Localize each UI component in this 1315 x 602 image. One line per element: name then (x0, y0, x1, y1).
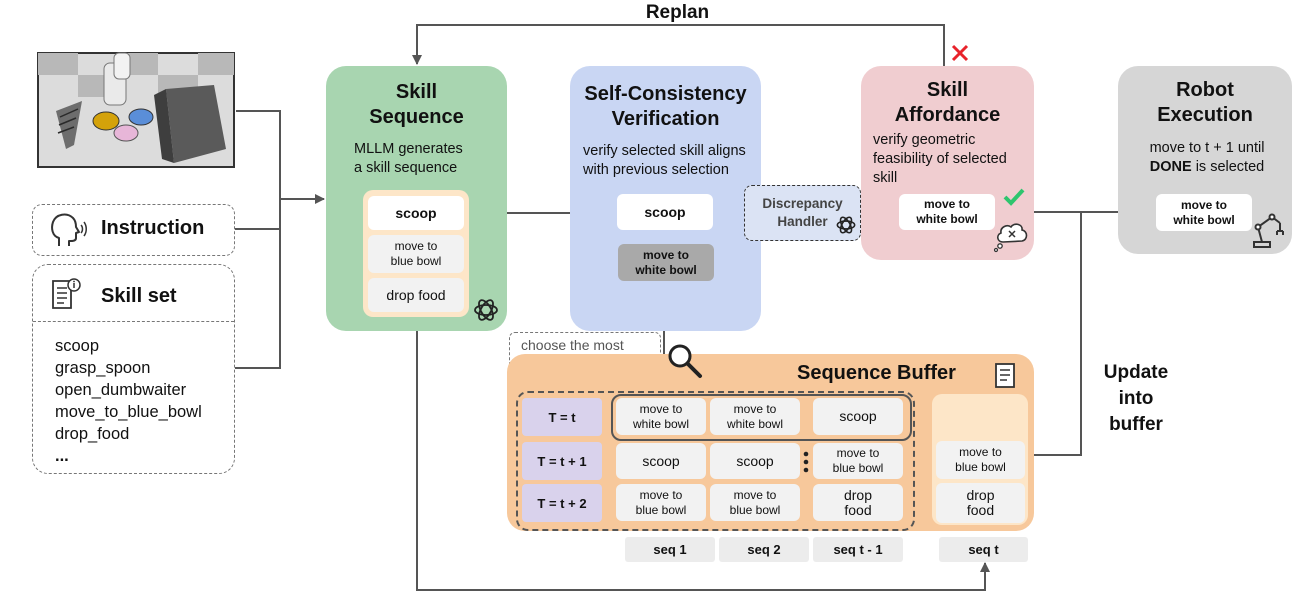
buffer-cell: move to blue bowl (813, 443, 903, 479)
verification-desc: verify selected skill aligns with previo… (583, 143, 746, 178)
seq-label: seq t - 1 (813, 537, 903, 562)
seq-label: seq 1 (625, 537, 715, 562)
buffer-cell: scoop (616, 443, 706, 479)
check-icon (1003, 188, 1025, 206)
instruction-label: Instruction (101, 217, 205, 239)
robot-arm-icon (1253, 213, 1284, 248)
discrepancy-handler: Discrepancy Handler (744, 185, 861, 241)
clipboard-icon (995, 363, 1015, 388)
skill-item: drop_food (55, 425, 130, 443)
document-info-icon (52, 278, 81, 309)
openai-logo-icon (836, 216, 856, 234)
execution-title: Robot Execution (1157, 79, 1253, 126)
execution-skill: move to white bowl (1156, 194, 1252, 231)
time-label: T = t + 1 (522, 442, 602, 480)
execution-panel: Robot Execution move to t + 1 until DONE… (1118, 66, 1292, 254)
discrepancy-label: Discrepancy Handler (762, 196, 843, 229)
previous-skill: move to white bowl (618, 244, 714, 281)
skill-set-divider (33, 321, 234, 322)
execution-desc-suffix: is selected (1191, 159, 1265, 175)
buffer-cell: drop food (813, 484, 903, 521)
skill-set-list: scoop grasp_spoon open_dumbwaiter move_t… (55, 335, 202, 467)
seq-label: seq 2 (719, 537, 809, 562)
execution-desc-prefix: move to t + 1 until (1149, 140, 1265, 156)
row-t-highlight (611, 394, 912, 441)
sequence-item: drop food (368, 278, 464, 312)
sequence-item: move to blue bowl (368, 235, 464, 273)
skill-set-box: Skill set scoop grasp_spoon open_dumbwai… (32, 264, 235, 474)
speaking-head-icon (51, 213, 87, 246)
skill-item: scoop (55, 337, 100, 355)
sequence-item: scoop (368, 196, 464, 230)
skill-sequence-title: Skill Sequence (369, 81, 464, 128)
cross-icon (951, 44, 969, 62)
skill-item: move_to_blue_bowl (55, 403, 202, 421)
new-seq-cell: drop food (936, 483, 1025, 523)
buffer-cell: scoop (813, 398, 903, 435)
execution-desc: move to t + 1 until DONE is selected (1130, 139, 1284, 177)
affordance-panel: Skill Affordance verify geometric feasib… (861, 66, 1034, 260)
replan-label: Replan (645, 2, 710, 23)
selected-skill: scoop (617, 194, 713, 230)
buffer-cell: move to blue bowl (710, 484, 800, 521)
affordance-skill: move to white bowl (899, 194, 995, 230)
skill-set-label: Skill set (101, 285, 177, 307)
verification-panel: Self-Consistency Verification verify sel… (570, 66, 761, 331)
openai-logo-icon (474, 299, 498, 321)
update-buffer-label: Update into buffer (1103, 362, 1169, 435)
ellipsis-icon (803, 451, 809, 473)
time-label: T = t + 2 (522, 484, 602, 522)
robot-scene-image (36, 51, 236, 169)
buffer-grid-border (516, 391, 915, 531)
seq-label: seq t (939, 537, 1028, 562)
affordance-desc: verify geometric feasibility of selected… (873, 132, 1007, 186)
affordance-title: Skill Affordance (894, 79, 1001, 126)
skill-sequence-panel: Skill Sequence MLLM generates a skill se… (326, 66, 507, 331)
skill-item: grasp_spoon (55, 359, 151, 377)
skill-item: open_dumbwaiter (55, 381, 187, 399)
buffer-cell: scoop (710, 443, 800, 479)
time-label: T = t (522, 398, 602, 436)
sequence-buffer-title: Sequence Buffer (797, 362, 956, 384)
verification-title: Self-Consistency Verification (584, 83, 747, 130)
instruction-box: Instruction (32, 204, 235, 256)
buffer-cell: move to blue bowl (616, 484, 706, 521)
magnifier-icon (668, 344, 702, 378)
skill-sequence-desc: MLLM generates a skill sequence (354, 141, 463, 176)
execution-desc-bold: DONE (1149, 159, 1192, 175)
thinking-cloud-icon (993, 223, 1028, 253)
buffer-cell: move to white bowl (710, 398, 800, 435)
buffer-cell: move to white bowl (616, 398, 706, 435)
new-seq-cell: move to blue bowl (936, 441, 1025, 479)
skill-item: ... (55, 447, 69, 465)
